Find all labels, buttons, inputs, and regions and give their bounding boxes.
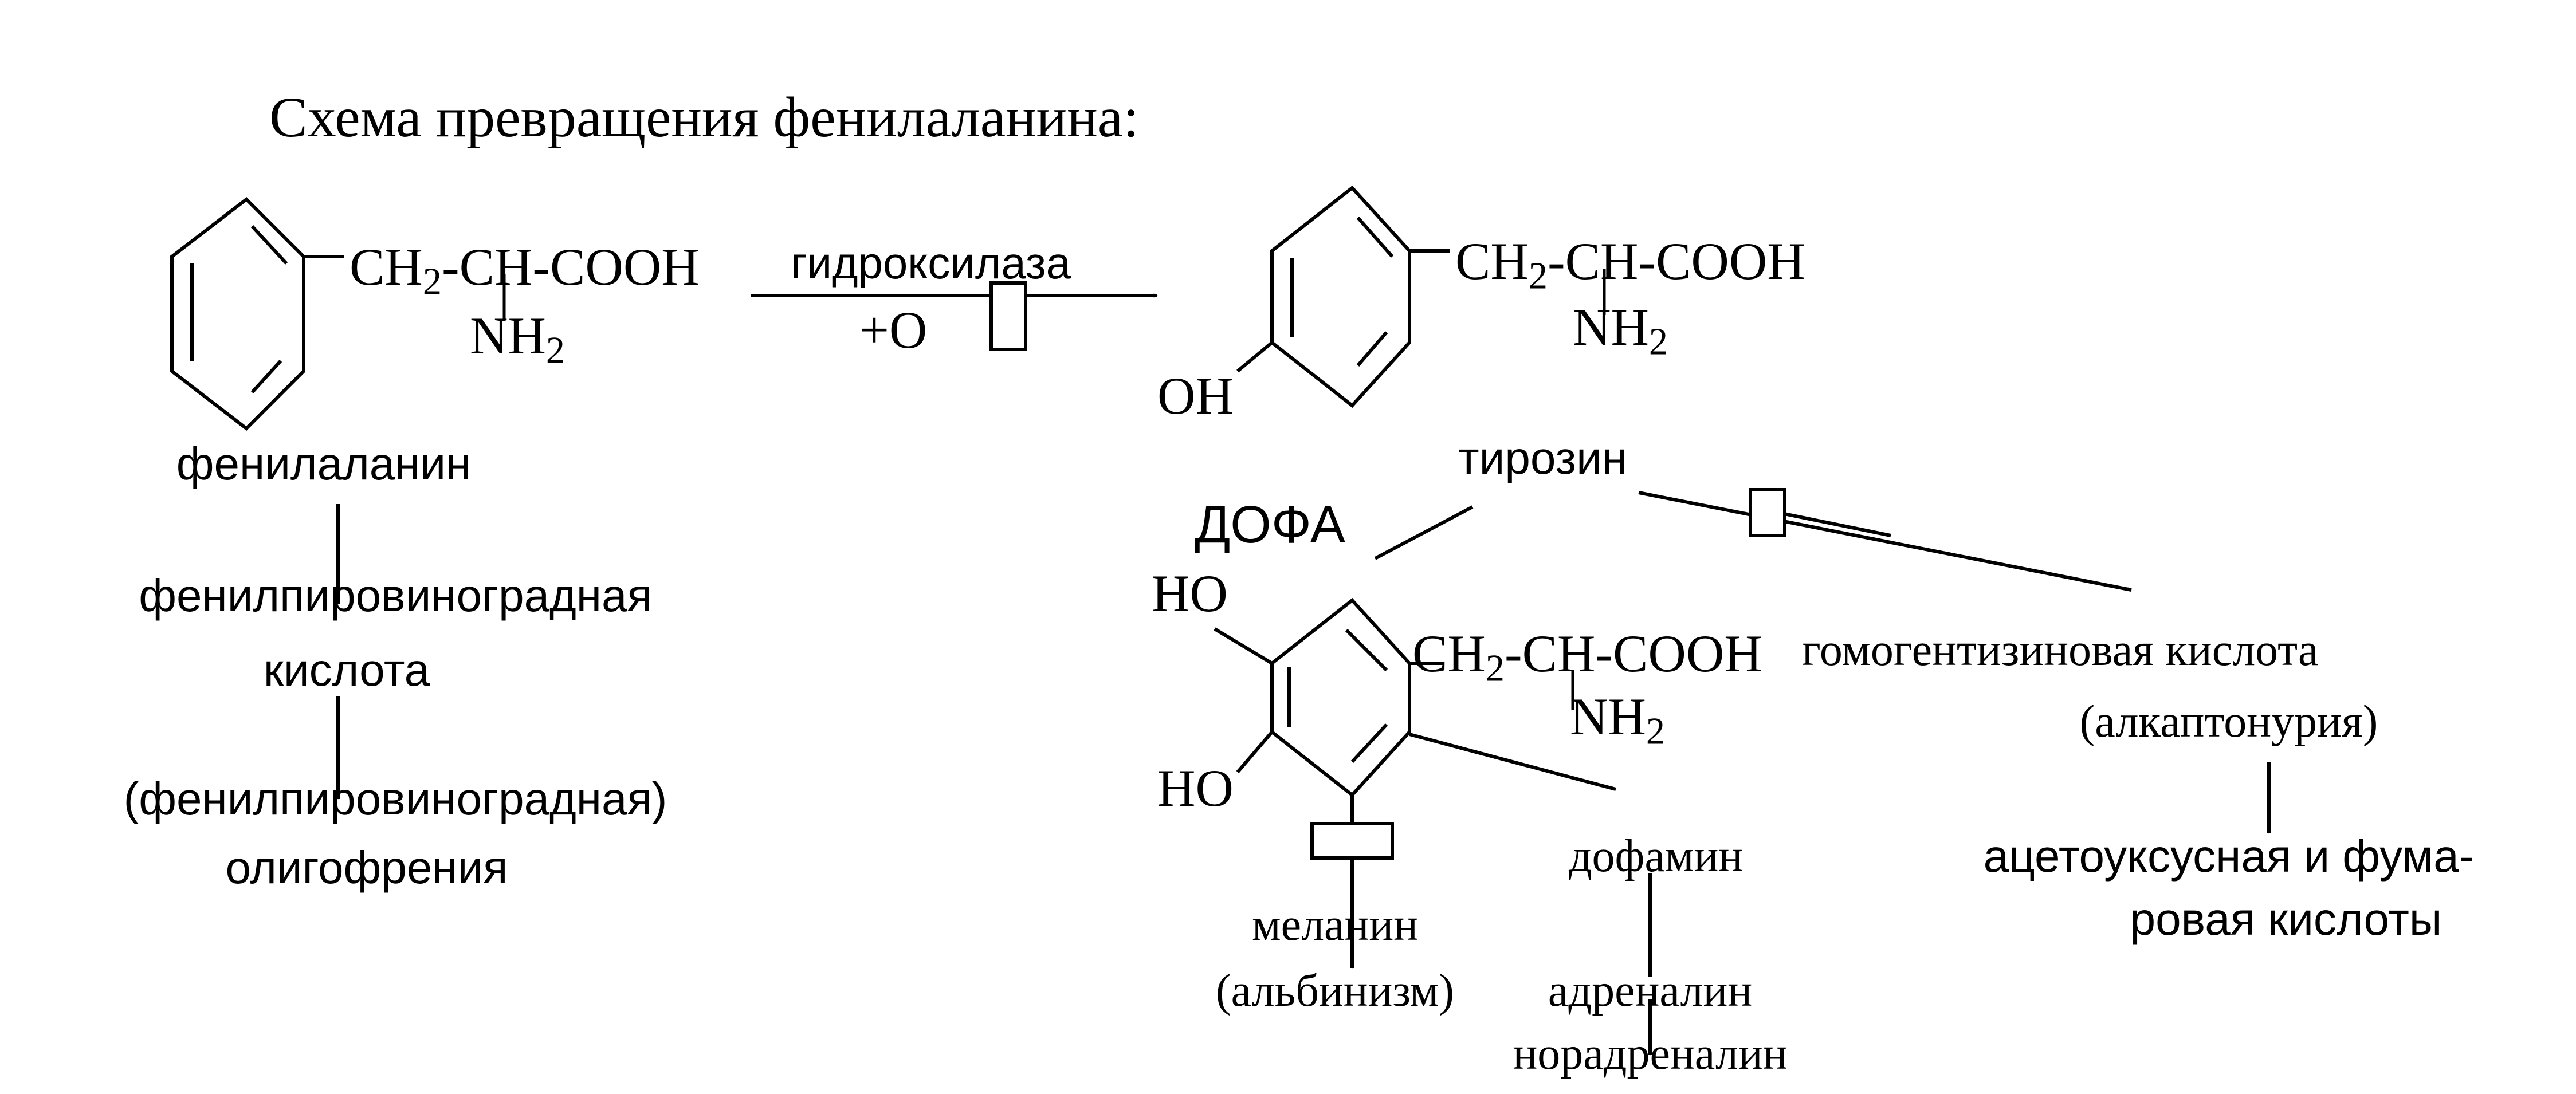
oxygen-cofactor: +O xyxy=(859,301,928,359)
tyrosine-amine: NH2 xyxy=(1573,298,1668,363)
aceto-acids-line1: ацетоуксусная и фума- xyxy=(1983,831,2475,882)
phenylalanine-ring xyxy=(170,197,344,431)
dopa-upper-hydroxyl: HO xyxy=(1152,564,1228,623)
dopa-ring xyxy=(1214,597,1444,798)
hydroxylase-label: гидроксилаза xyxy=(791,238,1071,288)
hydroxylase-block xyxy=(989,281,1027,351)
aceto-acids-line2: ровая кислоты xyxy=(2130,894,2443,945)
alkaptonuria-label: (алкаптонурия) xyxy=(2079,696,2378,747)
arrow-to-homogentisic xyxy=(1638,491,2132,592)
phenylalanine-label: фенилаланин xyxy=(176,438,472,489)
melanin-block xyxy=(1310,822,1394,860)
phenylalanine-side-chain: CH2-CH-COOH xyxy=(350,238,700,303)
phenylalanine-amine: NH2 xyxy=(470,306,566,372)
dopa-side-chain: CH2-CH-COOH xyxy=(1412,624,1762,690)
tyrosine-hydroxyl: OH xyxy=(1157,367,1234,425)
oligophrenia-line1: (фенилпировиноградная) xyxy=(123,773,667,824)
pp-acid-line2: кислота xyxy=(263,644,430,695)
albinism-label: (альбинизм) xyxy=(1215,966,1455,1016)
pp-acid-line1: фенилпировиноградная xyxy=(139,570,652,621)
homogentisic-label: гомогентизиновая кислота xyxy=(1802,625,2319,675)
tyrosine-side-chain: CH2-CH-COOH xyxy=(1455,232,1805,297)
dopa-lower-hydroxyl: HO xyxy=(1157,759,1234,817)
dopa-label: ДОФА xyxy=(1195,495,1346,554)
arrow-to-dopa xyxy=(1374,505,1474,560)
arrow-to-dopamine xyxy=(1409,733,1616,791)
melanin-label: меланин xyxy=(1252,900,1418,950)
dopa-amine: NH2 xyxy=(1570,687,1666,753)
dopamine-label: дофамин xyxy=(1568,831,1743,882)
diagram-title: Схема превращения фенилаланина: xyxy=(269,85,1139,149)
oligophrenia-line2: олигофрения xyxy=(225,842,508,893)
tyrosine-label: тирозин xyxy=(1458,432,1627,483)
adrenaline-label: адреналин xyxy=(1548,966,1753,1016)
noradrenaline-label: норадреналин xyxy=(1513,1029,1788,1079)
tyrosine-ring xyxy=(1236,185,1450,408)
homogentisic-block xyxy=(1749,488,1786,537)
